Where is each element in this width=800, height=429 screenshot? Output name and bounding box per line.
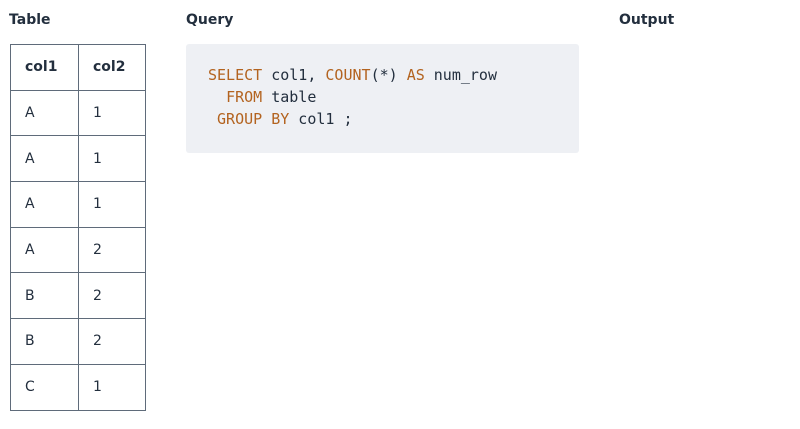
table-header-row: col1 col2 [10, 44, 146, 91]
keyword: FROM [226, 88, 263, 106]
code-text: col1, [262, 66, 326, 84]
table-cell: 1 [78, 135, 146, 183]
code-line: SELECT col1, COUNT(*) AS num_row [208, 66, 497, 84]
column-header: col1 [10, 44, 79, 91]
column-header: col2 [78, 44, 146, 91]
code-text: (*) [370, 66, 407, 84]
code-line: GROUP BY col1 ; [208, 110, 353, 128]
table-cell: A [10, 89, 79, 137]
output-area [619, 44, 789, 414]
table-cell: 2 [78, 272, 146, 320]
code-text: col1 ; [289, 110, 353, 128]
table-cell: 1 [78, 363, 146, 411]
code-text: num_row [424, 66, 497, 84]
indent [208, 88, 226, 106]
table-cell: B [10, 272, 79, 320]
code-line: FROM table [208, 88, 316, 106]
table-cell: A [10, 135, 79, 183]
table-cell: 2 [78, 226, 146, 274]
table-heading: Table [9, 12, 51, 28]
table-cell: 1 [78, 181, 146, 228]
table-cell: A [10, 181, 79, 228]
table-cell: B [10, 318, 79, 365]
table-cell: 1 [78, 89, 146, 137]
table-cell: A [10, 226, 79, 274]
table-cell: 2 [78, 318, 146, 365]
query-code-block: SELECT col1, COUNT(*) AS num_row FROM ta… [186, 44, 579, 153]
table-cell: C [10, 363, 79, 411]
keyword: COUNT [325, 66, 371, 84]
query-heading: Query [186, 12, 234, 28]
indent [208, 110, 217, 128]
output-heading: Output [619, 12, 675, 28]
code-text: table [262, 88, 317, 106]
keyword: AS [406, 66, 425, 84]
keyword: SELECT [208, 66, 263, 84]
keyword: GROUP BY [217, 110, 290, 128]
